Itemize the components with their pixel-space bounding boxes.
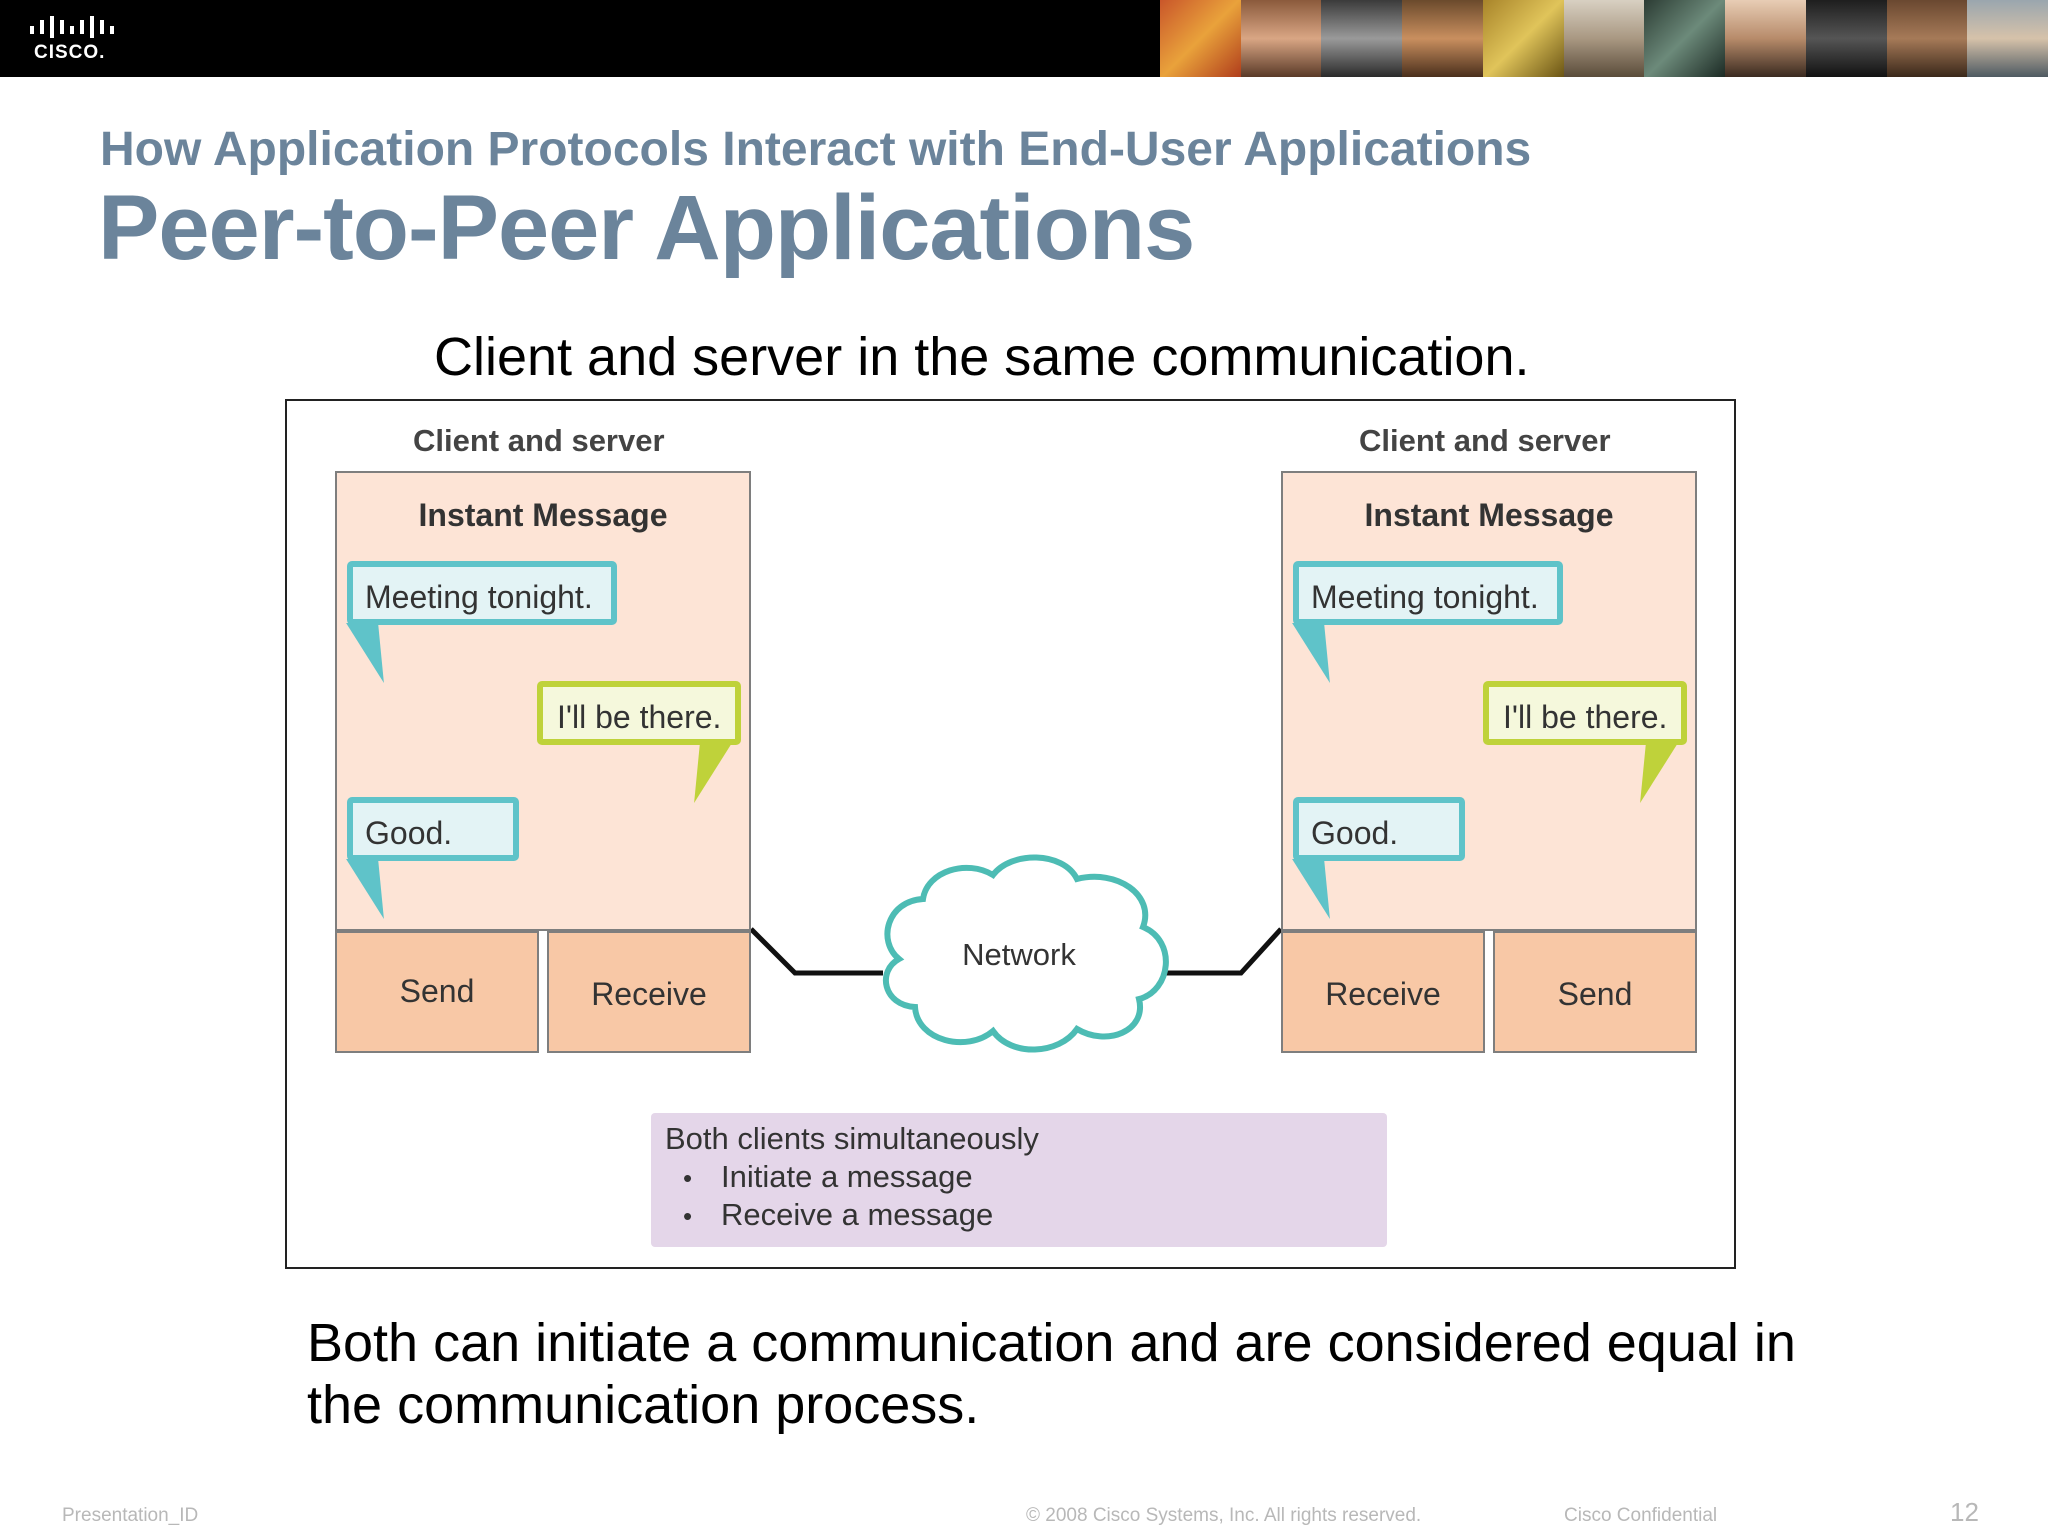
right-message-ill-be-there: I'll be there. [1483, 681, 1687, 745]
cisco-logo: CISCO. [28, 12, 118, 66]
left-message-text-3: Good. [365, 815, 453, 851]
right-message-text-2: I'll be there. [1503, 699, 1668, 735]
slide-subtitle: How Application Protocols Interact with … [100, 123, 1532, 176]
right-receive-button[interactable]: Receive [1281, 931, 1485, 1053]
left-receive-button[interactable]: Receive [547, 931, 751, 1053]
network-label: Network [962, 937, 1076, 972]
right-message-text-3: Good. [1311, 815, 1399, 851]
left-message-meeting-tonight: Meeting tonight. [347, 561, 617, 625]
right-app-title: Instant Message [1364, 497, 1614, 533]
right-message-meeting-tonight: Meeting tonight. [1293, 561, 1563, 625]
note-item-text-2: Receive a message [721, 1197, 994, 1232]
cisco-bars-icon [30, 16, 114, 38]
left-message-ill-be-there: I'll be there. [537, 681, 741, 745]
note-item-receive: • Receive a message [683, 1197, 993, 1233]
bullet-icon: • [683, 1163, 693, 1193]
simultaneous-note-box: Both clients simultaneously • Initiate a … [651, 1113, 1387, 1247]
note-item-text-1: Initiate a message [721, 1159, 973, 1194]
left-host-label: Client and server [413, 423, 665, 458]
right-send-button[interactable]: Send [1493, 931, 1697, 1053]
right-message-text-1: Meeting tonight. [1311, 579, 1539, 615]
left-message-good: Good. [347, 797, 519, 861]
diagram-caption-bottom: Both can initiate a communication and ar… [307, 1313, 1796, 1435]
cisco-logo-text: CISCO. [34, 42, 106, 63]
footer-copyright: © 2008 Cisco Systems, Inc. All rights re… [1026, 1505, 1422, 1526]
right-host-label: Client and server [1359, 423, 1611, 458]
peer-to-peer-diagram: Network Client and server Instant Messag… [287, 401, 1734, 1267]
page-number: 12 [1950, 1497, 1979, 1527]
left-app-title: Instant Message [418, 497, 668, 533]
note-heading: Both clients simultaneously [665, 1121, 1039, 1156]
right-message-good: Good. [1293, 797, 1465, 861]
left-message-text-2: I'll be there. [557, 699, 722, 735]
footer-presentation-id: Presentation_ID [62, 1505, 199, 1526]
left-send-button[interactable]: Send [335, 931, 539, 1053]
bullet-icon: • [683, 1201, 693, 1231]
diagram-caption-top: Client and server in the same communicat… [434, 327, 1530, 387]
slide-title: Peer-to-Peer Applications [98, 177, 1195, 279]
right-link-line [1157, 927, 1283, 976]
footer-confidential: Cisco Confidential [1564, 1505, 1718, 1526]
left-link-line [749, 927, 883, 976]
header-photo-strip [1160, 0, 2048, 77]
note-item-initiate: • Initiate a message [683, 1159, 973, 1195]
diagram-frame: Network Client and server Instant Messag… [285, 399, 1736, 1269]
left-message-text-1: Meeting tonight. [365, 579, 593, 615]
header-banner: CISCO. [0, 0, 2048, 77]
